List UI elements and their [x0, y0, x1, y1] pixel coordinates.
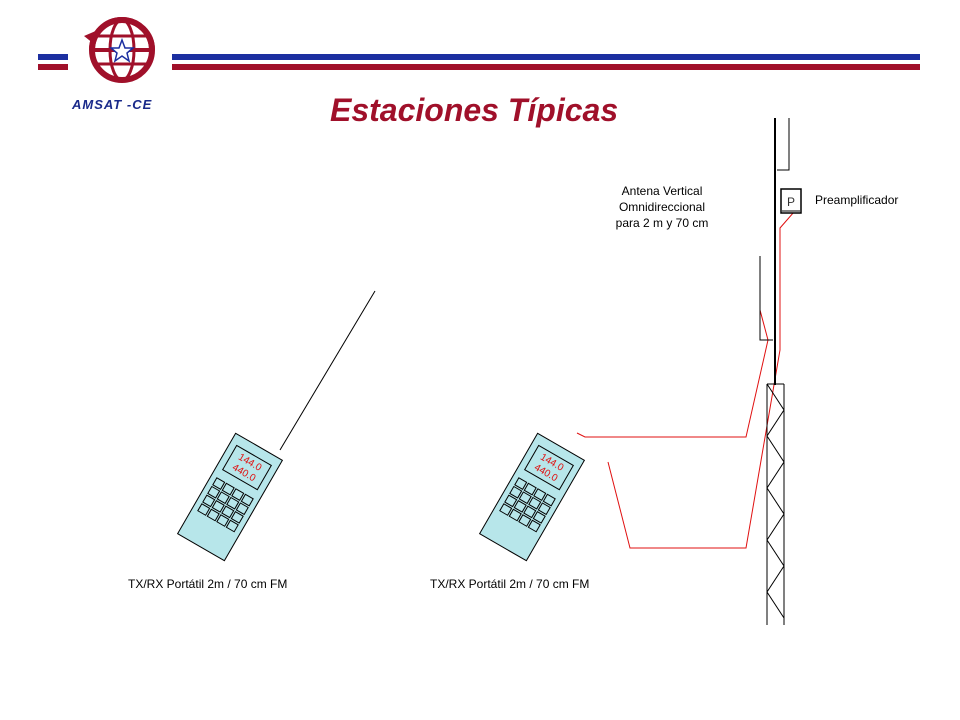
keypad-key: [508, 508, 522, 522]
header-stripes: [38, 54, 920, 70]
stripe-red-right: [172, 64, 920, 70]
keypad-key: [225, 519, 239, 533]
antenna-label: Antena Vertical Omnidireccional para 2 m…: [592, 183, 732, 231]
keypad-key: [206, 508, 220, 522]
stripe-red-left: [38, 64, 68, 70]
cable-upper: [576, 309, 769, 438]
keypad-key: [235, 502, 249, 516]
keypad-key: [532, 510, 546, 524]
right-radio-caption: TX/RX Portátil 2m / 70 cm FM: [430, 577, 590, 591]
antenna-label-line2: Omnidireccional: [618, 200, 706, 214]
antenna-element-lower: [759, 256, 773, 341]
keypad-key: [518, 514, 532, 527]
keypad-key: [509, 485, 523, 499]
keypad-key: [518, 491, 532, 505]
keypad-key: [221, 482, 235, 496]
antenna-element-upper: [777, 118, 790, 171]
keypad-key: [513, 499, 527, 513]
keypad-key: [527, 519, 541, 533]
coax-cables: [576, 211, 796, 549]
stripe-blue-right: [172, 54, 920, 60]
keypad-key: [514, 477, 528, 490]
keypad-key: [523, 482, 537, 496]
left-radio-caption: TX/RX Portátil 2m / 70 cm FM: [128, 577, 288, 591]
amsat-logo-icon: [84, 17, 155, 83]
keypad-key: [216, 514, 230, 527]
keypad-key: [231, 488, 245, 501]
radio-display: [221, 444, 273, 491]
antenna-label-line3: para 2 m y 70 cm: [615, 216, 709, 230]
keypad-key: [212, 477, 226, 490]
keypad-key: [211, 499, 225, 513]
page-title: Estaciones Típicas: [330, 92, 619, 128]
keypad-key: [197, 503, 211, 516]
keypad-key: [221, 505, 235, 519]
keypad-key: [523, 505, 537, 519]
keypad-key: [216, 491, 230, 505]
keypad-key: [230, 510, 244, 524]
keypad-key: [528, 496, 542, 510]
keypad-key: [533, 488, 547, 501]
preamp-box: P: [780, 188, 802, 214]
radio-body: [176, 432, 284, 562]
keypad-key: [240, 493, 254, 507]
antenna-label-line1: Antena Vertical: [621, 184, 703, 198]
preamp-label: Preamplificador: [815, 193, 899, 207]
keypad-key: [542, 493, 556, 507]
keypad-key: [202, 494, 216, 508]
keypad-key: [504, 494, 518, 508]
preamp-letter: P: [787, 195, 795, 209]
keypad-key: [207, 485, 221, 499]
cable-lower: [607, 211, 796, 549]
left-handheld-radio: 144.0 440.0: [176, 432, 284, 562]
keypad-key: [499, 503, 513, 516]
lattice-tower: [766, 383, 785, 625]
left-radio-antenna: [279, 290, 376, 451]
logo-text: AMSAT -CE: [72, 97, 153, 112]
radio-body: [478, 432, 586, 562]
radio-display: [523, 444, 575, 491]
stripe-blue-left: [38, 54, 68, 60]
keypad-key: [537, 502, 551, 516]
radio-keypad: [197, 477, 254, 533]
radio-keypad: [499, 477, 556, 533]
right-handheld-radio: 144.0 440.0: [478, 432, 586, 562]
keypad-key: [226, 496, 240, 510]
